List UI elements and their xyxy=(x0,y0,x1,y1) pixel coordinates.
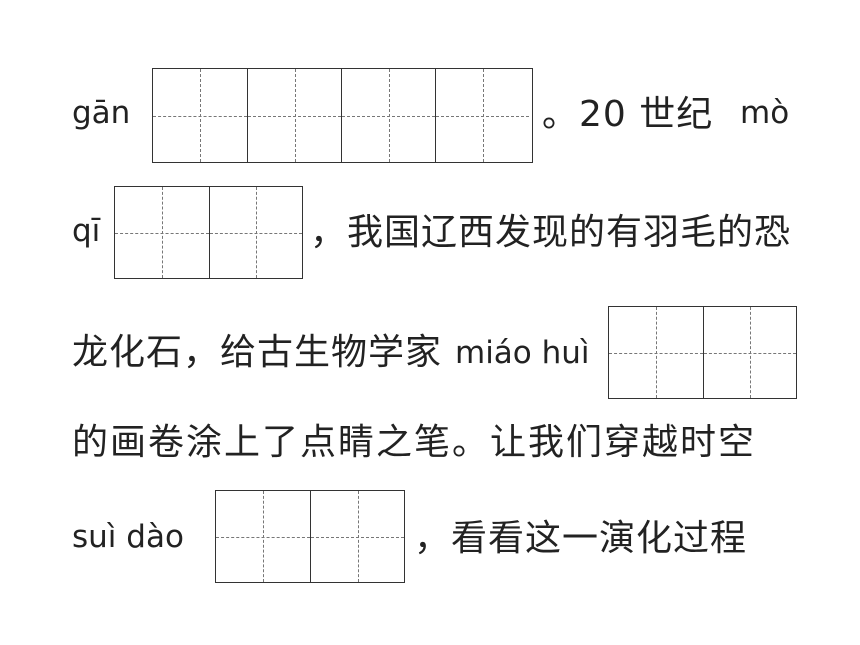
answer-grid-qi[interactable] xyxy=(114,186,303,279)
text-evolution-process: ，看看这一演化过程 xyxy=(414,518,748,559)
grid-cell[interactable] xyxy=(702,307,797,398)
grid-cell[interactable] xyxy=(609,307,703,398)
text-liaoxi-discovery: ，我国辽西发现的有羽毛的恐 xyxy=(310,212,792,253)
grid-cell[interactable] xyxy=(341,69,435,162)
pinyin-suidao: suì dào xyxy=(72,519,184,555)
answer-grid-suidao[interactable] xyxy=(215,490,405,583)
text-finishing-touch: 的画卷涂上了点睛之笔。让我们穿越时空 xyxy=(72,422,757,463)
pinyin-mo: mò xyxy=(740,95,790,131)
answer-grid-gan[interactable] xyxy=(152,68,533,163)
grid-cell[interactable] xyxy=(310,491,404,582)
pinyin-gan: gān xyxy=(72,95,131,131)
answer-grid-miaohui[interactable] xyxy=(608,306,797,399)
pinyin-qi: qī xyxy=(72,213,101,249)
pinyin-miaohui: miáo huì xyxy=(455,335,590,371)
text-20th-century: 。20 世纪 xyxy=(542,94,714,135)
grid-cell[interactable] xyxy=(208,187,303,278)
grid-cell[interactable] xyxy=(216,491,310,582)
grid-cell[interactable] xyxy=(435,69,529,162)
grid-cell[interactable] xyxy=(247,69,341,162)
grid-cell[interactable] xyxy=(153,69,247,162)
text-fossil-paleontologist: 龙化石，给古生物学家 xyxy=(72,332,443,373)
grid-cell[interactable] xyxy=(115,187,209,278)
